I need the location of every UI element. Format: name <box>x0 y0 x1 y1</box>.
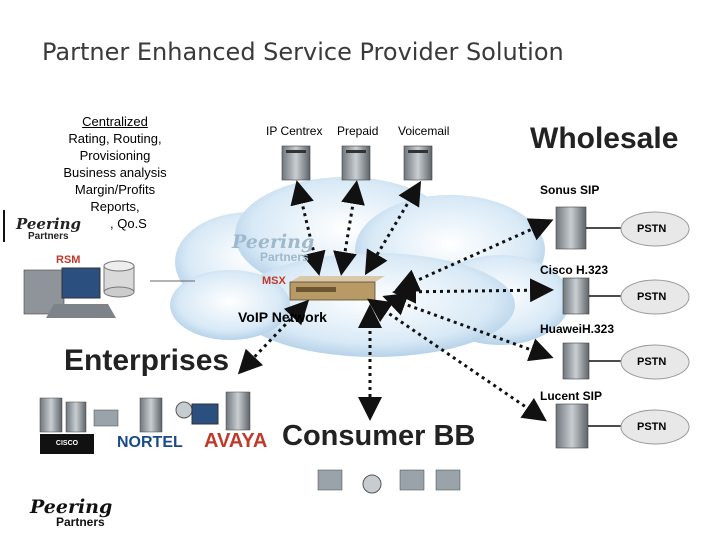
huawei-label: HuaweiH.323 <box>540 322 615 336</box>
pstn-discs <box>620 211 690 445</box>
pstn-label-4: PSTN <box>637 421 667 433</box>
connection-arrows <box>237 180 554 422</box>
wholesale-heading: Wholesale <box>530 122 679 155</box>
sonus-gateway <box>555 206 587 250</box>
sonus-label: Sonus SIP <box>540 183 600 197</box>
cisco-label: Cisco H.323 <box>540 263 609 277</box>
rsm-label: RSM <box>56 254 81 266</box>
lucent-label: Lucent SIP <box>540 389 603 403</box>
prepaid-server <box>341 145 371 181</box>
enterprise-devices <box>39 391 251 433</box>
lucent-gateway <box>555 403 589 449</box>
consumer-bb-heading: Consumer BB <box>282 420 476 452</box>
voip-cloud <box>170 177 570 357</box>
consumer-devices <box>317 469 461 494</box>
rsm-database <box>103 260 135 298</box>
voicemail-label: Voicemail <box>398 124 450 138</box>
msx-switch <box>289 276 385 301</box>
rsm-workstation <box>23 267 116 318</box>
voip-network-label: VoIP Network <box>238 309 327 325</box>
nortel-logo: NORTEL <box>117 434 183 451</box>
pstn-links <box>586 227 624 427</box>
ip-centrex-server <box>281 145 311 181</box>
avaya-logo: AVAYA <box>204 430 268 452</box>
left-brand: Peering Partners <box>16 215 81 242</box>
services-text: Centralized Rating, Routing, Provisionin… <box>63 114 167 231</box>
page-title: Partner Enhanced Service Provider Soluti… <box>42 38 564 66</box>
voicemail-server <box>403 145 433 181</box>
cloud-brand: Peering Partners <box>232 231 315 264</box>
pstn-label-2: PSTN <box>637 291 667 303</box>
ip-centrex-label: IP Centrex <box>266 124 323 138</box>
huawei-gateway <box>562 342 590 380</box>
cisco-logo: CISCO SYSTEMS <box>40 434 94 467</box>
pstn-label-1: PSTN <box>637 223 667 235</box>
cisco-gateway <box>562 277 590 315</box>
enterprises-heading: Enterprises <box>64 344 230 377</box>
pstn-label-3: PSTN <box>637 356 667 368</box>
peering-partners-logo: Peering Partners <box>30 496 113 529</box>
msx-label: MSX <box>262 275 286 287</box>
prepaid-label: Prepaid <box>337 124 379 138</box>
